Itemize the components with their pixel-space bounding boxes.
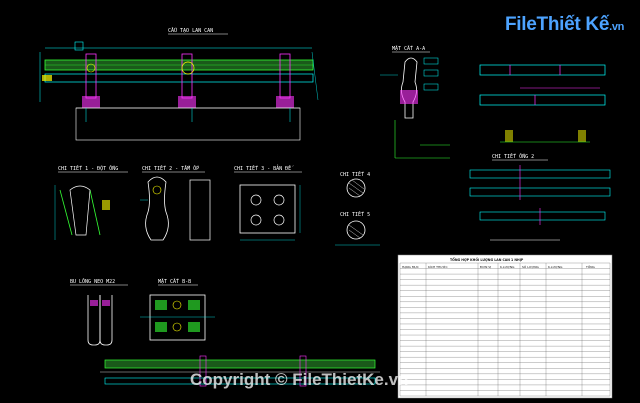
table-header-cell: K.LƯỢNG (548, 265, 563, 269)
section-bb-title: MẶT CẮT B-B (158, 278, 191, 285)
table-header-cell: K.LƯỢNG (500, 265, 515, 269)
detail-6-title: CHI TIẾT ỐNG 2 (492, 152, 534, 160)
filethietke-logo: FileThiết Kế.vn (505, 14, 624, 36)
anchor-bolt: BU LÔNG NEO M22 (70, 278, 128, 346)
section-aa-title: MẶT CẮT A-A (392, 45, 425, 52)
quantity-table: TỔNG HỢP KHỐI LƯỢNG LAN CAN 1 NHỊP HẠNG … (397, 254, 613, 399)
section-bb: MẶT CẮT B-B (140, 278, 215, 341)
rail-details-right (479, 64, 606, 143)
table-header-cell: HẠNG MỤC (402, 265, 419, 269)
detail-2-title: CHI TIẾT 2 - TẤM ỐP (142, 164, 199, 172)
bottom-rail (100, 355, 380, 387)
table-title: TỔNG HỢP KHỐI LƯỢNG LAN CAN 1 NHỊP (450, 257, 524, 262)
table-header-cell: TỔNG (585, 264, 595, 269)
detail-1-title: CHI TIẾT 1 - ĐỘT ỐNG (58, 164, 118, 172)
main-title: CẤU TẠO LAN CAN (168, 27, 213, 34)
detail-4-title: CHI TIẾT 4 (340, 170, 370, 178)
detail-4-5: CHI TIẾT 4 CHI TIẾT 5 (335, 170, 380, 246)
bolt-title: BU LÔNG NEO M22 (70, 278, 115, 285)
logo-brand: File (505, 14, 537, 35)
logo-tld: .vn (609, 21, 625, 33)
table-header-cell: ĐƠN VỊ (480, 265, 491, 269)
table-header: HẠNG MỤC KÍCH THƯỚC ĐƠN VỊ K.LƯỢNG SỐ LƯ… (402, 264, 595, 269)
detail-2: CHI TIẾT 2 - TẤM ỐP (140, 164, 211, 241)
detail-5-title: CHI TIẾT 5 (340, 210, 370, 218)
table-header-cell: SỐ LƯỢNG (522, 264, 539, 269)
copyright-watermark: Copyright © FileThietKe.vn (190, 370, 409, 389)
table-grid (399, 262, 611, 397)
logo-word: Thiết Kế (536, 14, 610, 35)
detail-3-base-plate: CHI TIẾT 3 - BẢN ĐẾ (234, 164, 302, 241)
table-header-cell: KÍCH THƯỚC (428, 264, 448, 269)
detail-3-title: CHI TIẾT 3 - BẢN ĐẾ (234, 164, 294, 172)
section-aa: MẶT CẮT A-A (380, 45, 450, 159)
detail-1: CHI TIẾT 1 - ĐỘT ỐNG (54, 164, 128, 240)
detail-pipe-2: CHI TIẾT ỐNG 2 (469, 152, 611, 241)
railing-elevation: CẤU TẠO LAN CAN (39, 27, 319, 141)
